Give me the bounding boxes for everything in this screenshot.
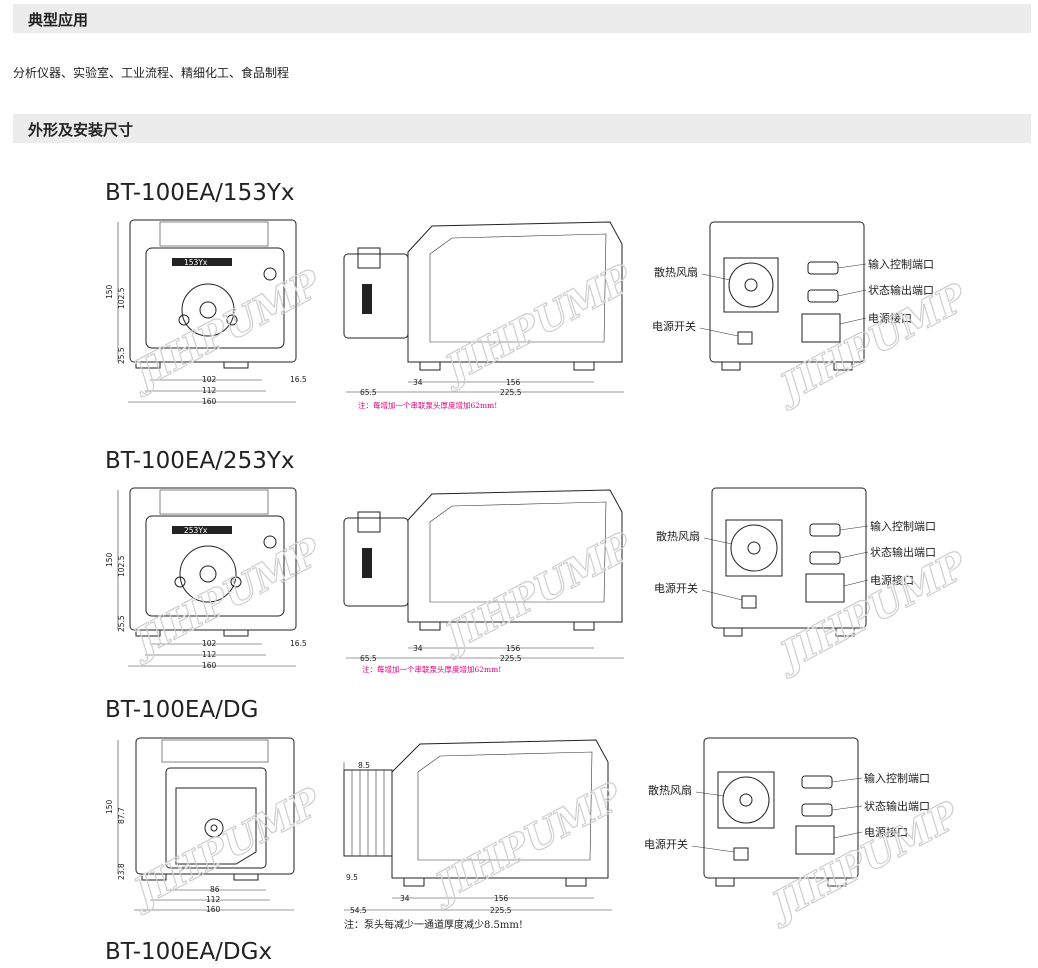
label-status-port: 状态输出端口: [868, 283, 934, 297]
watermark: JIHPUMP: [121, 778, 329, 917]
label-status-port: 状态输出端口: [870, 545, 936, 559]
front-view: 153Yx 150 102.5 25.5 102 112 160 16.5: [105, 219, 307, 406]
dim-w-inner: 86: [210, 885, 220, 894]
dim-h-lower: 25.5: [117, 347, 126, 364]
label-fan: 散热风扇: [656, 529, 700, 543]
power-switch-icon: [741, 595, 757, 609]
fan-icon: [722, 776, 770, 824]
dim-d-total: 225.5: [500, 388, 522, 397]
label-input-port: 输入控制端口: [868, 257, 934, 271]
front-view: 150 87.7 23.8 86 112 160: [105, 737, 295, 914]
dim-d-b: 156: [506, 378, 521, 387]
dim-d-a: 34: [413, 378, 423, 387]
label-power-port: 电源接口: [870, 573, 914, 587]
fan-icon: [728, 262, 774, 308]
power-socket-icon: [795, 825, 835, 855]
section-title-applications: 典型应用: [28, 11, 89, 29]
status-port-icon: [809, 551, 841, 565]
dim-w-mid: 112: [206, 895, 221, 904]
label-power-port: 电源接口: [868, 311, 912, 325]
power-socket-icon: [801, 313, 841, 343]
drawing-model-1: 153Yx 150 102.5 25.5 102 112 160 16.5 65…: [105, 219, 976, 413]
dim-w-mid: 112: [202, 650, 217, 659]
drawing-model-3: 150 87.7 23.8 86 112 160 8.5 9.5 54.5 34…: [105, 737, 968, 931]
status-port-icon: [801, 803, 833, 817]
label-fan: 散热风扇: [648, 783, 692, 797]
model-note: 注：每增加一个串联泵头厚度增加62mm!: [358, 400, 497, 410]
dim-offset: 16.5: [290, 375, 307, 384]
input-port-icon: [809, 523, 841, 537]
label-input-port: 输入控制端口: [870, 519, 936, 533]
dim-d-head: 65.5: [360, 654, 377, 663]
label-status-port: 状态输出端口: [864, 799, 930, 813]
dim-d-b: 156: [494, 894, 509, 903]
rear-view: 散热风扇 电源开关 输入控制端口 状态输出端口 电源接口: [652, 221, 934, 371]
power-switch-icon: [733, 847, 749, 861]
dim-h-total: 150: [105, 799, 114, 814]
dim-h-upper: 87.7: [117, 807, 126, 824]
dim-d-d: 54.5: [350, 906, 367, 915]
label-power-switch: 电源开关: [654, 581, 698, 595]
dim-w-total: 160: [202, 661, 217, 670]
power-socket-icon: [805, 573, 845, 603]
label-power-port: 电源接口: [864, 825, 908, 839]
watermark: JIHPUMP: [422, 773, 630, 912]
dim-h-total: 150: [105, 552, 114, 567]
model-title-1: BT-100EA/153Yx: [105, 180, 295, 206]
dim-d-total: 225.5: [490, 906, 512, 915]
fan-icon: [730, 524, 778, 572]
pump-label: 153Yx: [184, 258, 208, 267]
dim-d-a: 34: [413, 644, 423, 653]
side-view: 65.5 34 156 225.5 注：每增加一个串联泵头厚度增加62mm!: [343, 489, 624, 674]
dim-w-inner: 102: [202, 639, 217, 648]
dim-w-inner: 102: [202, 375, 217, 384]
dim-d-head: 65.5: [360, 388, 377, 397]
dim-d-c: 9.5: [346, 873, 358, 882]
drawing-model-2: 253Yx 150 102.5 25.5 102 112 160 16.5 65…: [105, 487, 976, 681]
watermark: JIHPUMP: [767, 541, 975, 680]
front-view: 253Yx 150 102.5 25.5 102 112 160 16.5: [105, 487, 307, 670]
side-view: 65.5 34 156 225.5 注：每增加一个串联泵头厚度增加62mm!: [343, 221, 624, 410]
input-port-icon: [807, 261, 839, 275]
model-title-4: BT-100EA/DGx: [105, 939, 273, 965]
dim-w-total: 160: [206, 905, 221, 914]
dim-d-total: 225.5: [500, 654, 522, 663]
pump-label: 253Yx: [184, 526, 208, 535]
model-note: 注：每增加一个串联泵头厚度增加62mm!: [362, 664, 501, 674]
section-title-dimensions: 外形及安装尺寸: [28, 121, 134, 139]
side-view: 8.5 9.5 54.5 34 156 225.5 注：泵头每减少一通道厚度减少…: [343, 739, 612, 931]
model-title-3: BT-100EA/DG: [105, 697, 259, 723]
label-power-switch: 电源开关: [644, 837, 688, 851]
dim-w-total: 160: [202, 397, 217, 406]
watermark: JIHPUMP: [432, 523, 640, 662]
dim-h-upper: 102.5: [117, 287, 126, 309]
model-title-2: BT-100EA/253Yx: [105, 448, 295, 474]
label-input-port: 输入控制端口: [864, 771, 930, 785]
power-switch-icon: [737, 331, 753, 345]
applications-text: 分析仪器、实验室、工业流程、精细化工、食品制程: [13, 66, 290, 80]
status-port-icon: [807, 289, 839, 303]
dim-h-lower: 23.8: [117, 863, 126, 880]
dim-d-b: 156: [506, 644, 521, 653]
label-fan: 散热风扇: [654, 265, 698, 279]
dim-h-lower: 25.5: [117, 615, 126, 632]
dim-d-a: 34: [400, 894, 410, 903]
dim-w-mid: 112: [202, 386, 217, 395]
input-port-icon: [801, 775, 833, 789]
model-note: 注：泵头每减少一通道厚度减少8.5mm!: [344, 918, 523, 931]
label-power-switch: 电源开关: [652, 319, 696, 333]
dim-h-total: 150: [105, 284, 114, 299]
dim-offset: 16.5: [290, 639, 307, 648]
section-header-applications: 典型应用: [13, 4, 1031, 33]
watermark: JIHPUMP: [432, 255, 640, 394]
rear-view: 散热风扇 电源开关 输入控制端口 状态输出端口 电源接口: [644, 737, 930, 887]
rear-view: 散热风扇 电源开关 输入控制端口 状态输出端口 电源接口: [654, 487, 936, 637]
section-header-dimensions: 外形及安装尺寸: [13, 114, 1031, 143]
dim-d-head: 8.5: [358, 761, 370, 770]
dim-h-upper: 102.5: [117, 555, 126, 577]
